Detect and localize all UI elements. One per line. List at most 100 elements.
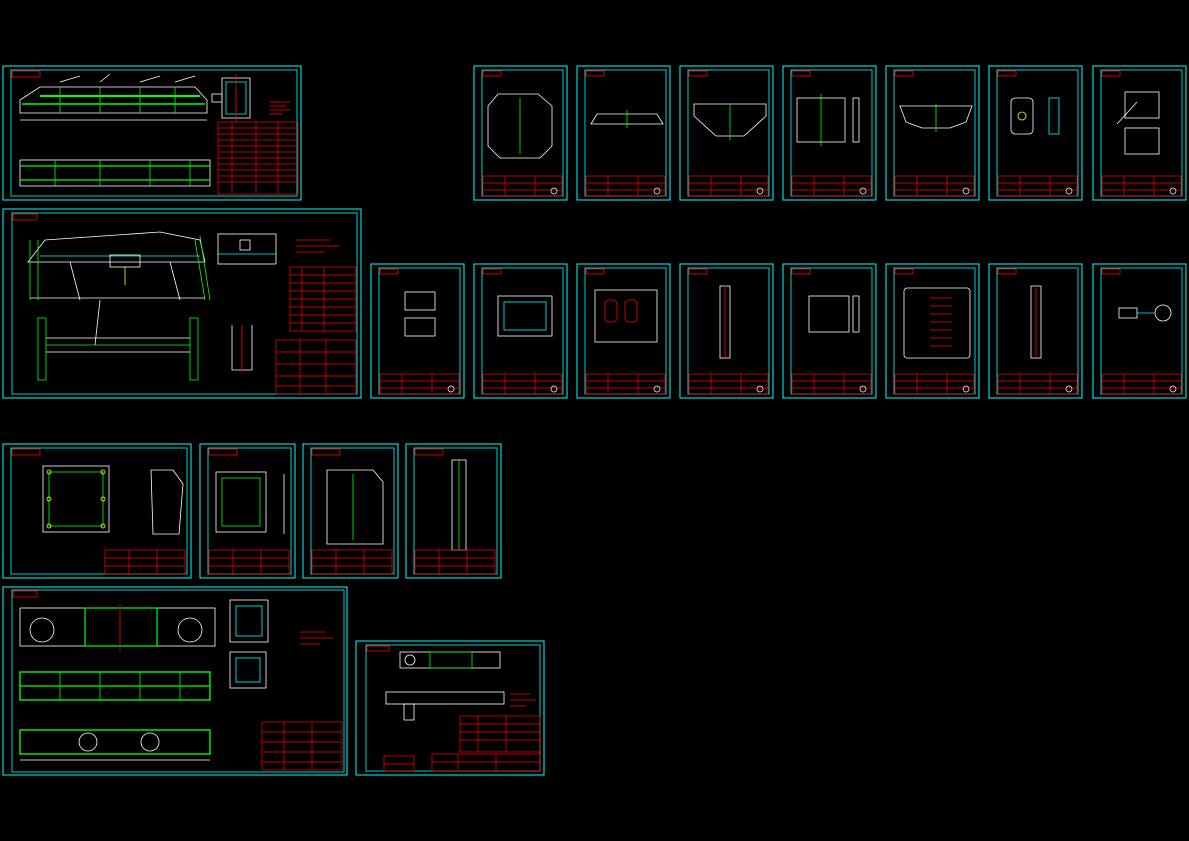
sheet-part-drawing[interactable] [1092,263,1187,399]
medium-part-sheets [2,443,502,579]
sheet-outer-border [473,65,568,201]
sheet-outer-border [2,208,362,399]
title-block [379,373,460,395]
sheet-part-drawing[interactable] [1092,65,1187,201]
part-geometry [796,94,860,146]
sheet-outer-border [355,640,545,776]
sheet-outer-border [576,263,671,399]
sheet-part-drawing[interactable] [988,65,1083,201]
title-block [997,373,1078,395]
part-geometry [719,285,731,359]
part-geometry [42,465,184,535]
sheet-outer-border [885,263,980,399]
technical-notes [270,101,290,115]
title-block [688,175,769,197]
sheet-part-drawing[interactable] [679,263,774,399]
sheet-outer-border [2,443,192,579]
title-block [311,549,393,575]
portrait-part-sheets [370,65,1187,399]
technical-notes [510,693,536,707]
part-geometry [1118,304,1172,322]
trolley-end-view [217,233,277,372]
sheet-label-box [366,645,390,652]
crane-elevation-view [27,231,211,301]
end-beam-plan [19,671,211,701]
end-beam-elevation [19,604,216,650]
title-block [1101,175,1182,197]
sheet-inner-border [10,447,188,575]
sheet-part-drawing[interactable] [885,263,980,399]
sheet-end-beam-assembly[interactable] [2,586,348,776]
sheet-outer-border [679,65,774,201]
title-block [208,549,290,575]
sheet-part-drawing[interactable] [473,65,568,201]
sheet-inner-border [10,69,298,197]
sheet-label-box [379,268,399,275]
sheet-label-box [1101,268,1121,275]
sheet-plate-drawing[interactable] [2,443,192,579]
sheet-outer-border [2,65,302,201]
sheet-outer-border [1092,65,1187,201]
sheet-plate-drawing[interactable] [405,443,502,579]
title-block [261,721,343,771]
frame-elevation [385,651,505,721]
sheet-part-drawing[interactable] [885,65,980,201]
sheet-outer-border [988,65,1083,201]
title-block [383,753,541,772]
part-geometry [899,104,973,132]
sheet-trolley-frame[interactable] [355,640,545,776]
sheet-part-drawing[interactable] [370,263,465,399]
girder-elevation-view [19,73,208,121]
sheet-plate-drawing[interactable] [302,443,399,579]
sheet-outer-border [885,65,980,201]
sheet-label-box [482,268,502,275]
title-block [997,175,1078,197]
sheet-inner-border [11,212,358,395]
sheet-part-drawing[interactable] [576,263,671,399]
sheet-outer-border [370,263,465,399]
title-block [482,175,563,197]
sheet-outer-border [782,263,877,399]
sheet-part-drawing[interactable] [576,65,671,201]
sheet-crane-general-arrangement[interactable] [2,208,362,399]
sheet-label-box [997,268,1017,275]
part-geometry [1030,285,1042,359]
part-geometry [404,291,436,337]
end-beam-bottom-view [19,729,211,761]
part-geometry [594,289,658,343]
title-block [104,549,186,575]
sheet-label-box [311,448,341,456]
sheet-outer-border [473,263,568,399]
title-block [275,339,357,395]
sheet-label-box [997,70,1017,77]
sheet-outer-border [988,263,1083,399]
sheet-label-box [688,70,708,77]
part-geometry [215,471,285,534]
sheet-outer-border [782,65,877,201]
sheet-part-drawing[interactable] [782,65,877,201]
parts-list-table [459,715,541,753]
part-geometry [903,287,971,359]
sheet-part-drawing[interactable] [988,263,1083,399]
sheet-label-box [585,268,605,275]
sheet-label-box [11,448,41,456]
sheet-part-drawing[interactable] [679,65,774,201]
sheet-part-drawing[interactable] [782,263,877,399]
sheet-label-box [894,268,914,275]
sheet-label-box [585,70,605,77]
sheet-part-drawing[interactable] [473,263,568,399]
sheet-plate-drawing[interactable] [199,443,296,579]
sheet-girder-assembly[interactable] [2,65,302,201]
sheet-label-box [11,70,41,78]
sheet-outer-border [2,586,348,776]
title-block [414,549,496,575]
title-block [894,175,975,197]
sheet-label-box [12,213,38,221]
title-block [894,373,975,395]
end-beam-sections [229,599,269,689]
technical-notes [296,239,340,253]
sheet-label-box [791,268,811,275]
part-geometry [1116,91,1160,155]
title-block [688,373,769,395]
